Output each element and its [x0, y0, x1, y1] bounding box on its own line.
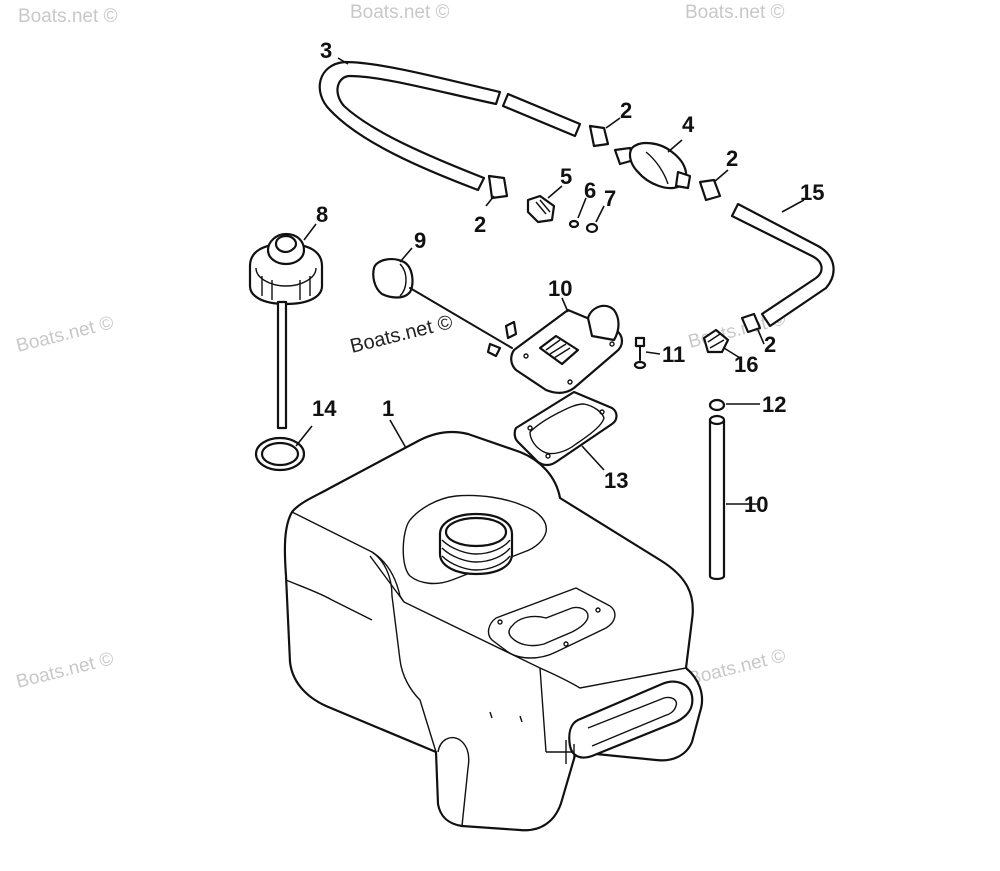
float-arm-9 [372, 258, 518, 358]
o-ring-14 [254, 436, 306, 472]
washer-12 [708, 398, 726, 412]
callout-2: 2 [620, 98, 632, 123]
callout-2: 2 [764, 332, 776, 357]
callouts: 3 2 4 2 5 6 7 2 15 8 9 10 11 16 2 12 10 … [312, 38, 824, 517]
callout-9: 9 [414, 228, 426, 253]
watermark: Boats.net © [686, 645, 788, 689]
callout-15: 15 [800, 180, 824, 205]
callout-10: 10 [548, 276, 572, 301]
callout-16: 16 [734, 352, 758, 377]
callout-2: 2 [474, 212, 486, 237]
callout-10: 10 [744, 492, 768, 517]
watermark: Boats.net © [18, 6, 118, 27]
primer-bulb-4 [613, 142, 692, 190]
fuel-tank-1 [283, 430, 704, 832]
watermark: Boats.net © [14, 312, 116, 356]
watermark-dark: Boats.net © [348, 311, 455, 358]
callout-12: 12 [762, 392, 786, 417]
connector-5 [526, 194, 556, 224]
screw-11 [633, 336, 647, 370]
callout-13: 13 [604, 468, 628, 493]
callout-8: 8 [316, 202, 328, 227]
fuel-hose-15 [730, 202, 835, 328]
callout-6: 6 [584, 178, 596, 203]
fitting-2 [740, 312, 762, 334]
callout-7: 7 [604, 186, 616, 211]
o-ring-6 [568, 219, 580, 229]
callout-4: 4 [682, 112, 695, 137]
fitting-2 [588, 124, 610, 148]
watermark: Boats.net © [350, 2, 450, 23]
fitting-2 [698, 178, 722, 202]
pickup-tube-10 [708, 414, 726, 581]
fitting-2 [487, 174, 509, 200]
callout-5: 5 [560, 164, 572, 189]
connector-16 [702, 328, 730, 354]
fuel-hose-3 [318, 60, 582, 192]
sender-plate-10 [510, 304, 624, 394]
fuel-cap-8 [248, 232, 324, 430]
callout-1: 1 [382, 396, 394, 421]
gasket-13 [513, 390, 618, 467]
callout-2: 2 [726, 146, 738, 171]
callout-11: 11 [662, 342, 685, 367]
callout-3: 3 [320, 38, 332, 63]
watermark: Boats.net © [14, 648, 116, 692]
watermark: Boats.net © [685, 2, 785, 23]
o-ring-7 [585, 222, 599, 234]
callout-14: 14 [312, 396, 337, 421]
leader-lines [295, 57, 805, 505]
